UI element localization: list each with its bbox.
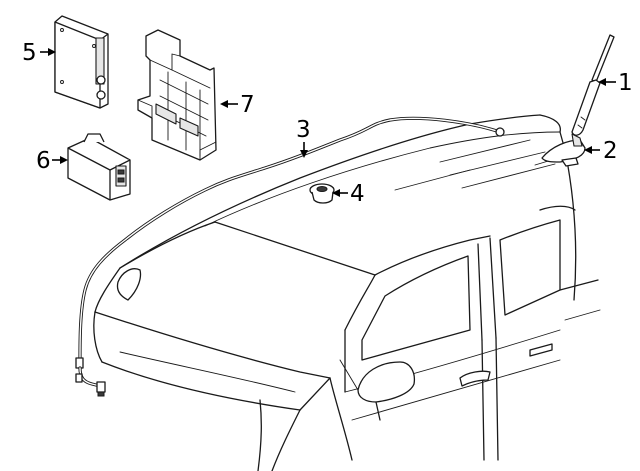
antenna-mast bbox=[571, 34, 615, 136]
mounting-bracket bbox=[137, 29, 217, 161]
callout-1: 1 bbox=[618, 70, 633, 96]
callout-3: 3 bbox=[296, 117, 311, 143]
vehicle-body bbox=[93, 114, 601, 471]
grommet bbox=[309, 183, 335, 204]
callout-5: 5 bbox=[22, 40, 37, 66]
antenna-base bbox=[541, 133, 586, 167]
callout-4: 4 bbox=[350, 181, 365, 207]
antenna-cable bbox=[75, 116, 505, 397]
callout-7: 7 bbox=[240, 92, 255, 118]
callout-6: 6 bbox=[36, 148, 51, 174]
callout-leaders bbox=[40, 48, 616, 197]
callout-2: 2 bbox=[603, 138, 618, 164]
receiver-module bbox=[67, 133, 131, 201]
control-module bbox=[54, 15, 109, 109]
